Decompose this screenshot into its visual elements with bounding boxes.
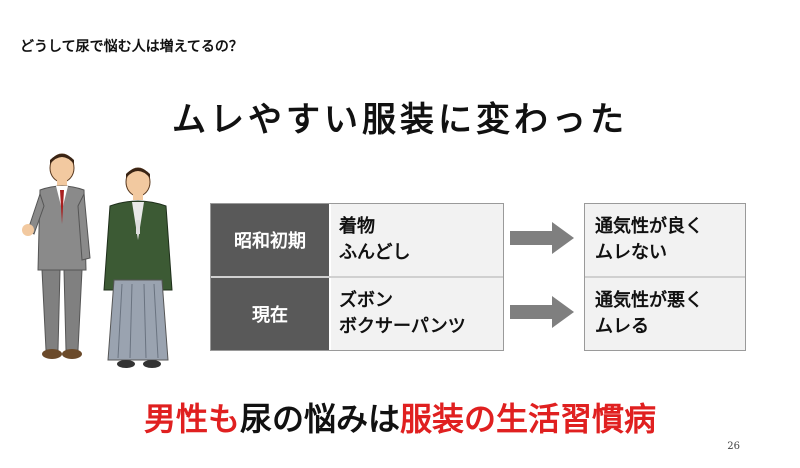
result-line: ムレる — [595, 316, 649, 337]
row-header-present: 現在 — [211, 278, 329, 350]
clothing-item: 着物 — [339, 216, 375, 237]
conclusion-part-lifestyle: 服装の生活習慣病 — [400, 400, 657, 438]
row-divider — [211, 276, 503, 278]
right-arrow-icon — [510, 222, 574, 254]
slide-heading: ムレやすい服装に変わった — [172, 100, 628, 140]
comparison-table: 昭和初期 着物 ふんどし 現在 ズボン ボクサーパンツ — [210, 203, 504, 351]
result-cell-bad: 通気性が悪く ムレる — [585, 278, 745, 350]
conclusion-part-men: 男性も — [143, 400, 240, 438]
row-items-showa: 着物 ふんどし — [331, 204, 503, 276]
result-cell-good: 通気性が良く ムレない — [585, 204, 745, 276]
conclusion-text: 男性も尿の悩みは服装の生活習慣病 — [0, 394, 800, 440]
result-line: 通気性が悪く — [595, 290, 703, 311]
businessman-illustration-icon — [22, 153, 91, 359]
result-line: 通気性が良く — [595, 216, 703, 237]
row-header-showa: 昭和初期 — [211, 204, 329, 276]
clothing-item: ズボン — [339, 290, 393, 311]
conclusion-part-urine: 尿の悩みは — [239, 400, 400, 438]
result-line: ムレない — [595, 242, 667, 263]
right-arrow-icon — [510, 296, 574, 328]
kimono-man-illustration-icon — [103, 167, 173, 368]
clothing-item: ふんどし — [339, 242, 411, 263]
row-items-present: ズボン ボクサーパンツ — [331, 278, 503, 350]
illustration-group — [22, 153, 173, 368]
slide-subtitle: どうして尿で悩む人は増えてるの？ — [20, 39, 243, 55]
table-row: 昭和初期 着物 ふんどし — [211, 204, 503, 276]
table-row: 現在 ズボン ボクサーパンツ — [211, 278, 503, 350]
clothing-item: ボクサーパンツ — [339, 316, 466, 337]
page-number: 26 — [727, 441, 740, 452]
result-table: 通気性が良く ムレない 通気性が悪く ムレる — [584, 203, 746, 351]
result-divider — [585, 276, 745, 278]
